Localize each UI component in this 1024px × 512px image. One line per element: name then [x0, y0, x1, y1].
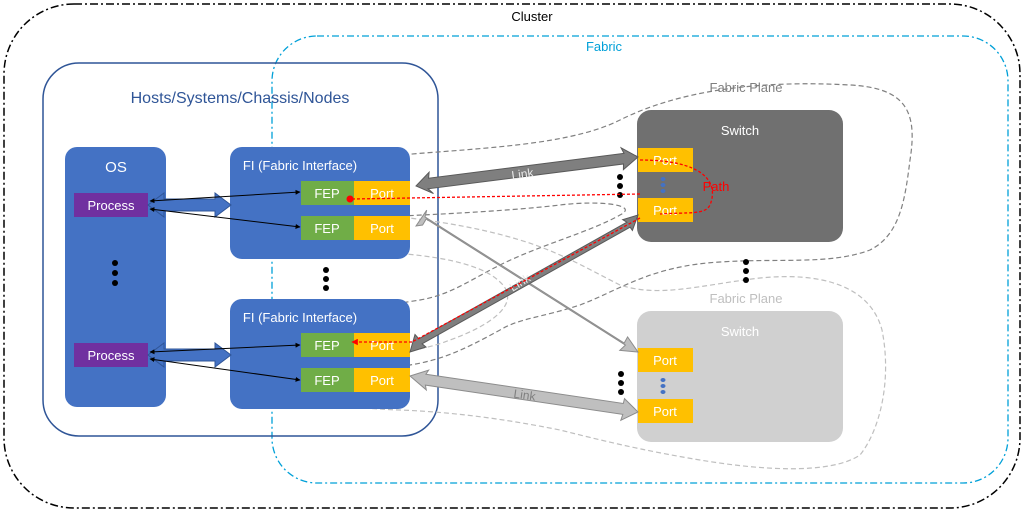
- process-1-label: Process: [88, 198, 135, 213]
- fi2-fep-1[interactable]: [301, 333, 354, 357]
- path-label: Path: [703, 179, 730, 194]
- link-label-2: Link: [507, 270, 534, 294]
- process-2-label: Process: [88, 348, 135, 363]
- os-label: OS: [105, 159, 127, 176]
- switch-2-port-1-label: Port: [653, 353, 677, 368]
- link-label-3: Link: [513, 387, 538, 404]
- os-ellipsis: [112, 260, 118, 286]
- fabric-plane-outline-top: [283, 83, 913, 370]
- link-fi1-port1-to-switch1-port1: [415, 146, 639, 195]
- fabric-plane-label-2: Fabric Plane: [710, 291, 783, 306]
- fi2-port-1[interactable]: [354, 333, 410, 357]
- fabric-boundary: [271, 35, 1009, 484]
- link-fi2-port2-to-switch2-port2: [408, 369, 639, 422]
- process-fi-connector-2: [147, 342, 232, 368]
- fi2-port-1-label: Port: [370, 338, 394, 353]
- switch-2-port-ellipsis: [660, 378, 666, 394]
- os-block: [65, 147, 166, 407]
- fi1-port-2-label: Port: [370, 221, 394, 236]
- fi1-port-1-label: Port: [370, 186, 394, 201]
- link-fi2-port1-to-switch1-port2: [409, 214, 639, 353]
- fabric-interface-2-label: FI (Fabric Interface): [243, 310, 357, 325]
- switch-gap-ellipsis: [743, 259, 749, 283]
- fabric-plane-label-1: Fabric Plane: [710, 80, 783, 95]
- cluster-label: Cluster: [511, 9, 553, 24]
- switch-1-label: Switch: [721, 123, 759, 138]
- cluster-boundary: [3, 3, 1021, 509]
- fi2-port-2[interactable]: [354, 368, 410, 392]
- process-2[interactable]: [74, 343, 148, 367]
- switch-1-port-2-label: Port: [653, 203, 677, 218]
- switch-1-side-ellipsis: [617, 174, 623, 198]
- path-origin-dot: [346, 195, 354, 203]
- process-1[interactable]: [74, 193, 148, 217]
- host-label: Hosts/Systems/Chassis/Nodes: [131, 90, 350, 107]
- process-fep-arrows: [149, 189, 301, 382]
- switch-2-label: Switch: [721, 324, 759, 339]
- fabric-interface-1-label: FI (Fabric Interface): [243, 158, 357, 173]
- link-fi1-port2-to-switch2-port1: [414, 209, 640, 353]
- fi2-fep-2[interactable]: [301, 368, 354, 392]
- fi1-fep-2[interactable]: [301, 216, 354, 240]
- fi1-fep-1[interactable]: [301, 181, 354, 205]
- switch-2-side-ellipsis: [618, 371, 624, 395]
- fi1-port-2[interactable]: [354, 216, 410, 240]
- host-container: [42, 62, 439, 437]
- fi2-fep-2-label: FEP: [314, 373, 339, 388]
- switch-1-port-ellipsis: [660, 177, 666, 193]
- link-label-1: Link: [511, 165, 536, 182]
- switch-1-port-2[interactable]: [638, 198, 693, 222]
- fi1-fep-1-label: FEP: [314, 186, 339, 201]
- switch-2-port-2[interactable]: [638, 399, 693, 423]
- fi2-port-2-label: Port: [370, 373, 394, 388]
- switch-1-port-1-label: Port: [653, 153, 677, 168]
- fi1-fep-2-label: FEP: [314, 221, 339, 236]
- fabric-label: Fabric: [586, 39, 623, 54]
- fi1-port-1[interactable]: [354, 181, 410, 205]
- fi2-fep-1-label: FEP: [314, 338, 339, 353]
- switch-2-port-2-label: Port: [653, 404, 677, 419]
- switch-2-port-1[interactable]: [638, 348, 693, 372]
- communication-path: [351, 159, 714, 346]
- fabric-plane-outline-bottom: [287, 210, 887, 470]
- fi-ellipsis: [323, 267, 329, 291]
